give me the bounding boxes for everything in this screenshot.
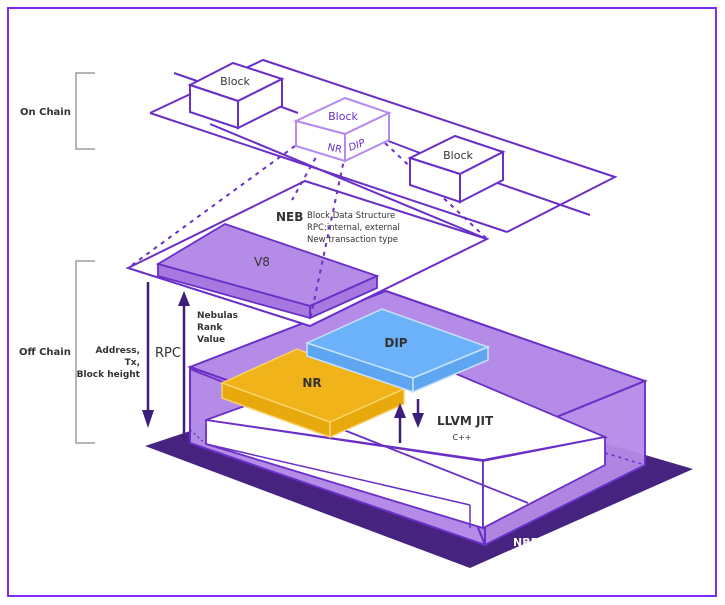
v8-label: V8 <box>254 255 270 269</box>
neb-line-2: RPC:internal, external <box>307 223 400 233</box>
block-left <box>187 61 285 130</box>
jit-up-arrowhead <box>394 403 406 418</box>
rpc-down-line-3: Block height <box>77 370 141 380</box>
rpc-down-line-2: Tx, <box>125 358 140 368</box>
off-chain-label: Off Chain <box>19 347 71 358</box>
neb-title: NEB <box>276 210 303 224</box>
rpc-label: RPC <box>155 346 181 361</box>
neb-line-1: Block Data Structure <box>307 211 395 221</box>
on-chain-bracket <box>75 72 95 150</box>
block-center-label: Block <box>328 110 358 123</box>
dashed-links <box>131 142 487 321</box>
rpc-up-line-1: Nebulas <box>197 311 238 321</box>
rpc-down-line-1: Address, <box>95 346 140 356</box>
rpc-up-line-2: Rank <box>197 323 223 333</box>
off-chain-bracket <box>75 260 95 444</box>
dip-module <box>304 308 491 394</box>
block-right <box>407 134 506 204</box>
rpc-up-arrowhead <box>178 291 190 306</box>
rpc-up-line-3: Value <box>197 335 225 345</box>
block-left-label: Block <box>220 75 250 88</box>
dip-module-label: DIP <box>384 336 407 350</box>
on-chain-label: On Chain <box>20 107 71 118</box>
nr-module-label: NR <box>302 376 321 390</box>
neb-line-3: New transaction type <box>307 235 398 245</box>
v8-module <box>155 223 380 320</box>
block-right-label: Block <box>443 149 473 162</box>
block-center-nr: NR <box>326 142 342 156</box>
llvm-jit-sublabel: C++ <box>453 433 472 442</box>
llvm-jit-label: LLVM JIT <box>437 414 494 428</box>
jit-down-arrowhead <box>412 413 424 428</box>
nr-module <box>220 348 406 439</box>
nbre-label: NBRE <box>513 536 547 549</box>
block-center <box>293 96 392 163</box>
rpc-down-arrowhead <box>142 410 154 428</box>
